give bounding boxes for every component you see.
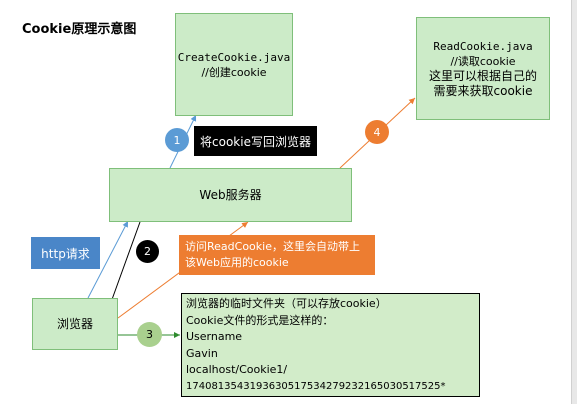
create-cookie-box: CreateCookie.java //创建cookie	[175, 13, 293, 116]
read-cookie-filename: ReadCookie.java	[433, 39, 533, 53]
temp-folder-line-4: Gavin	[186, 346, 218, 360]
read-cookie-comment: //读取cookie	[450, 54, 516, 68]
web-server-label: Web服务器	[199, 187, 262, 202]
temp-folder-line-1: 浏览器的临时文件夹（可以存放cookie）	[186, 297, 387, 310]
read-cookie-box: ReadCookie.java //读取cookie 这里可以根据自己的 需要来…	[416, 17, 550, 120]
temp-folder-line-3: Username	[186, 330, 243, 343]
window-edge	[571, 0, 577, 404]
step-3-marker: 3	[137, 322, 162, 347]
browser-label: 浏览器	[56, 316, 93, 331]
http-request-note: http请求	[31, 237, 100, 269]
temp-folder-line-6: 1740813543193630517534279232165030517525…	[186, 380, 446, 392]
create-cookie-filename: CreateCookie.java	[177, 50, 291, 64]
visit-read-note: 访问ReadCookie，这里会自动带上该Web应用的cookie	[179, 235, 375, 275]
step-1-marker: 1	[165, 128, 189, 152]
browser-box: 浏览器	[32, 298, 118, 350]
read-cookie-desc-2: 需要来获取cookie	[433, 83, 533, 98]
diagram-title: Cookie原理示意图	[22, 22, 137, 37]
arrow-step2	[109, 221, 141, 306]
create-cookie-comment: //创建cookie	[201, 65, 267, 79]
web-server-box: Web服务器	[109, 168, 352, 222]
temp-folder-line-2: Cookie文件的形式是这样的：	[186, 313, 334, 327]
step-4-marker: 4	[365, 120, 389, 144]
temp-folder-line-5: localhost/Cookie1/	[186, 363, 288, 376]
step-2-marker: 2	[136, 240, 159, 263]
arrow-http-request	[87, 220, 129, 299]
write-back-note: 将cookie写回浏览器	[194, 126, 317, 156]
temp-folder-box: 浏览器的临时文件夹（可以存放cookie） Cookie文件的形式是这样的： U…	[181, 293, 480, 397]
read-cookie-desc-1: 这里可以根据自己的	[428, 68, 537, 83]
